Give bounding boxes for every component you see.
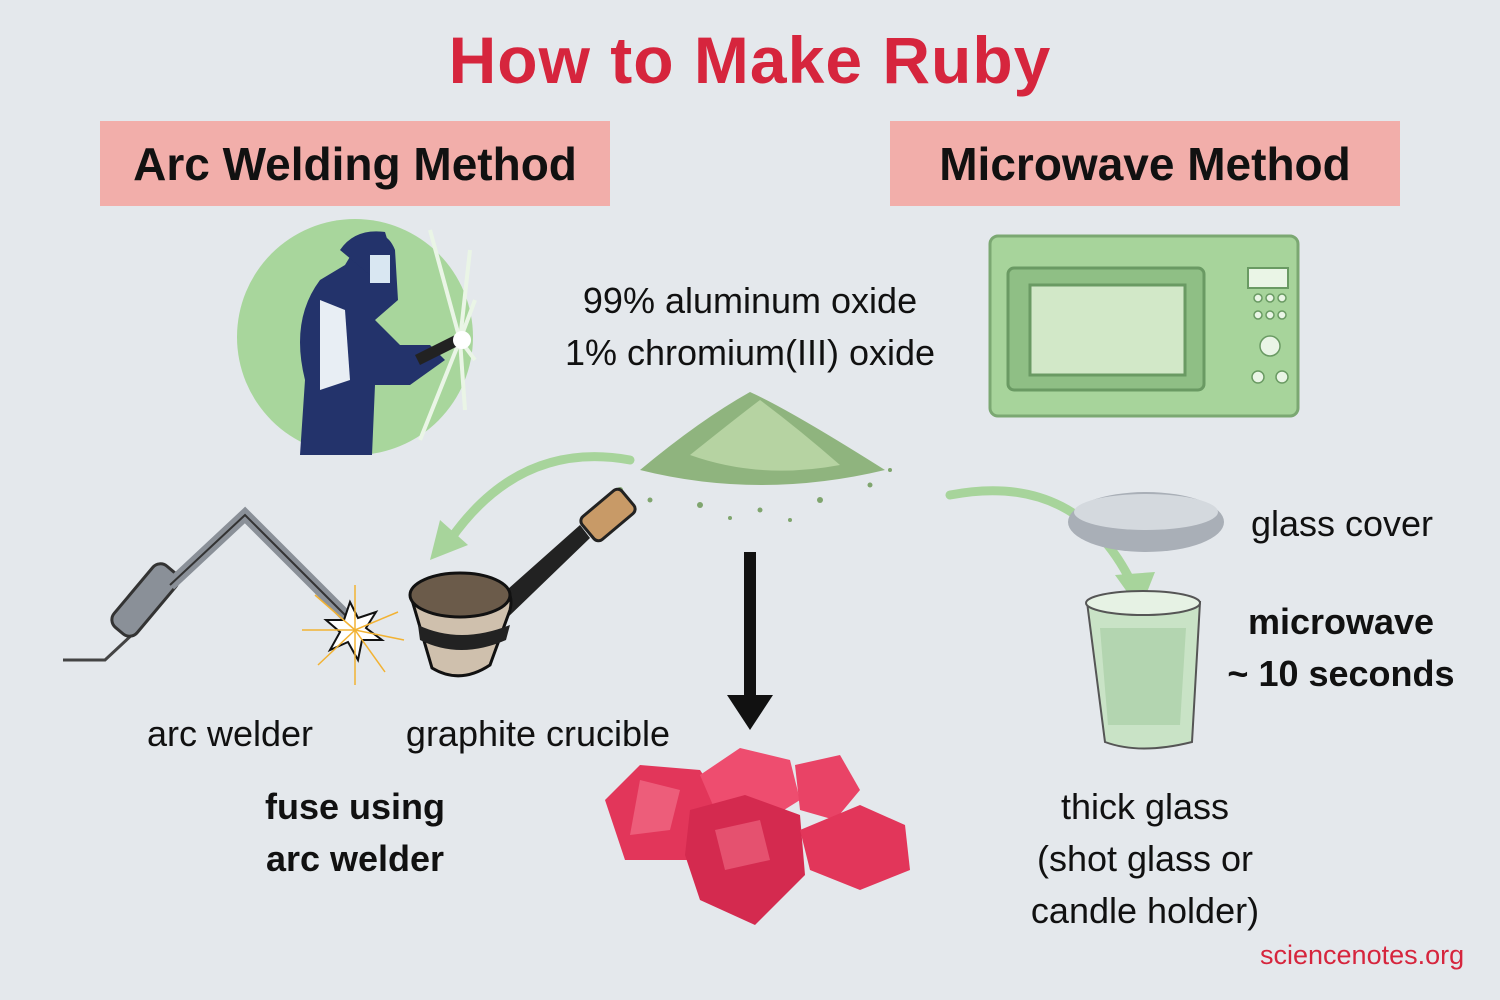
- microwave-method-header: Microwave Method: [890, 121, 1400, 206]
- crucible-icon: [408, 487, 637, 678]
- powder-pile: [617, 392, 892, 522]
- graphite-crucible-label: graphite crucible: [405, 713, 671, 754]
- fuse-instruction-line2: arc welder: [265, 838, 445, 879]
- thick-glass-label-line1: thick glass: [1060, 786, 1230, 827]
- arc-welding-method-header: Arc Welding Method: [100, 121, 610, 206]
- flow-arrows: [445, 452, 1140, 595]
- ingredient-aluminum-oxide: 99% aluminum oxide: [582, 280, 918, 321]
- site-credit: sciencenotes.org: [1260, 940, 1465, 970]
- fuse-instruction-line1: fuse using: [264, 786, 446, 827]
- welder-illustration: [237, 219, 477, 455]
- page-title: How to Make Ruby: [448, 23, 1052, 97]
- down-arrow: [727, 552, 773, 730]
- thick-glass-label-line3: candle holder): [1030, 890, 1260, 931]
- microwave-instruction-line2: ~ 10 seconds: [1227, 653, 1455, 694]
- arc-welder-label: arc welder: [146, 713, 314, 754]
- microwave-instruction-line1: microwave: [1247, 601, 1435, 642]
- arc-welder-icon: [63, 506, 355, 662]
- thick-glass-label-line2: (shot glass or: [1036, 838, 1254, 879]
- microwave-icon: [988, 234, 1300, 418]
- arrow-head-left: [430, 520, 468, 560]
- glass-cover-label: glass cover: [1250, 503, 1434, 544]
- arc-spark-icon: [302, 585, 405, 685]
- thick-glass-icon: [1085, 590, 1202, 750]
- ingredient-chromium-oxide: 1% chromium(III) oxide: [564, 332, 936, 373]
- ruby-crystals: [605, 748, 910, 925]
- glass-cover-icon: [1068, 492, 1224, 552]
